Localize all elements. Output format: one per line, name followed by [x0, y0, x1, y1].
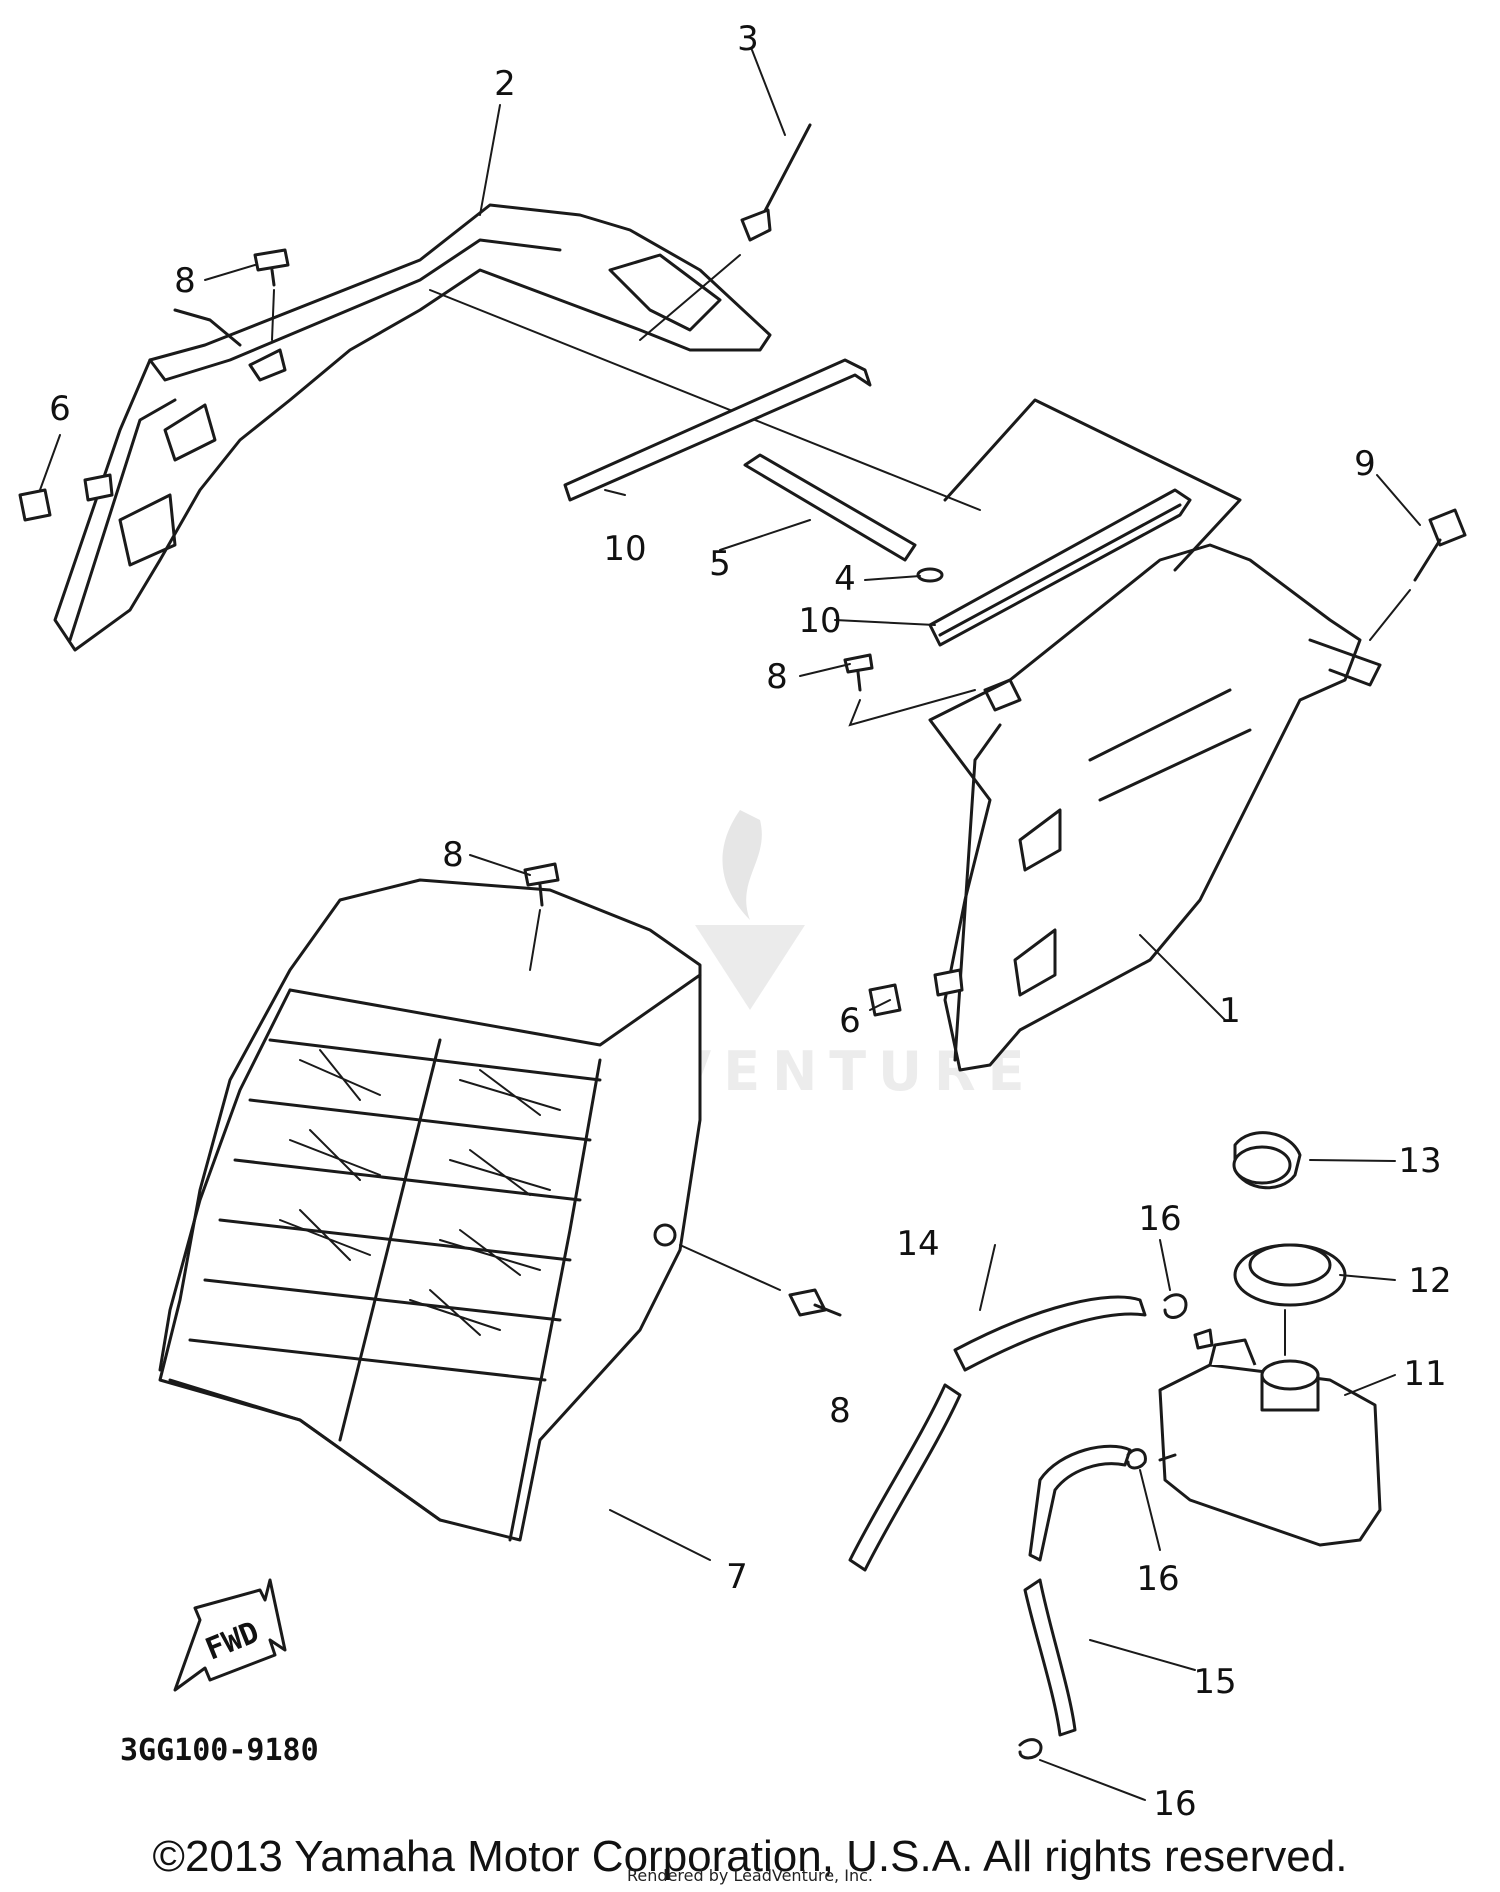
callout-labels: 1 2 3 4 5 6 6 7 8 8 8 8 9 10 10 11 12 13… [49, 19, 1451, 1824]
copyright-notice: ©2013 Yamaha Motor Corporation, U.S.A. A… [152, 1832, 1348, 1881]
callout-16-b: 16 [1136, 1559, 1179, 1599]
part-rear-cover [53, 203, 981, 652]
callout-7: 7 [726, 1557, 748, 1597]
part-bolt-8-b [843, 653, 976, 727]
part-bolt-8-c [523, 862, 560, 971]
callout-8-a: 8 [174, 261, 196, 301]
callout-15: 15 [1193, 1662, 1236, 1702]
leader-lines [39, 49, 1421, 1801]
part-rivet [639, 123, 812, 341]
callout-14: 14 [896, 1224, 939, 1264]
callout-8-c: 8 [442, 835, 464, 875]
diagram-code: 3GG100-9180 [120, 1733, 319, 1768]
part-hose-clip-16-b [1126, 1448, 1147, 1470]
callout-11: 11 [1403, 1354, 1446, 1394]
fwd-arrow-icon: FWD [173, 1578, 287, 1692]
callout-4: 4 [834, 559, 856, 599]
callout-16-c: 16 [1153, 1784, 1196, 1824]
callout-6-b: 6 [839, 1001, 861, 1041]
part-clip-6-b [868, 968, 964, 1017]
part-radiator-grille [158, 878, 702, 1542]
part-plug [916, 567, 944, 583]
callout-10-b: 10 [798, 601, 841, 641]
part-hose-clip-16-c [1018, 1738, 1043, 1760]
part-hose-14 [848, 1295, 1147, 1572]
callout-8-b: 8 [766, 657, 788, 697]
callout-8-d: 8 [829, 1391, 851, 1431]
callout-12: 12 [1408, 1261, 1451, 1301]
part-filler-neck [1233, 1243, 1347, 1356]
part-hose-clip-16-a [1163, 1293, 1188, 1319]
callout-10-a: 10 [603, 529, 646, 569]
part-bolt-8-d [679, 1244, 842, 1317]
callout-9: 9 [1354, 444, 1376, 484]
part-hose-15 [1023, 1444, 1132, 1737]
part-bolt-9 [1369, 508, 1467, 641]
part-clip-6-a [18, 473, 114, 522]
callout-5: 5 [709, 544, 731, 584]
part-weatherstrip-lower [928, 488, 1192, 647]
callout-1: 1 [1219, 991, 1241, 1031]
part-reservoir-tank [1158, 1328, 1382, 1547]
part-cap [1232, 1131, 1302, 1190]
part-bar [743, 453, 917, 562]
callout-16-a: 16 [1138, 1199, 1181, 1239]
part-front-cover [928, 398, 1382, 1072]
callout-6-a: 6 [49, 389, 71, 429]
part-weatherstrip-upper [563, 358, 872, 502]
callout-13: 13 [1398, 1141, 1441, 1181]
callout-2: 2 [494, 64, 516, 104]
part-bolt-8-a [253, 248, 290, 341]
callout-3: 3 [737, 19, 759, 59]
render-note: Rendered by LeadVenture, Inc. [627, 1866, 873, 1885]
